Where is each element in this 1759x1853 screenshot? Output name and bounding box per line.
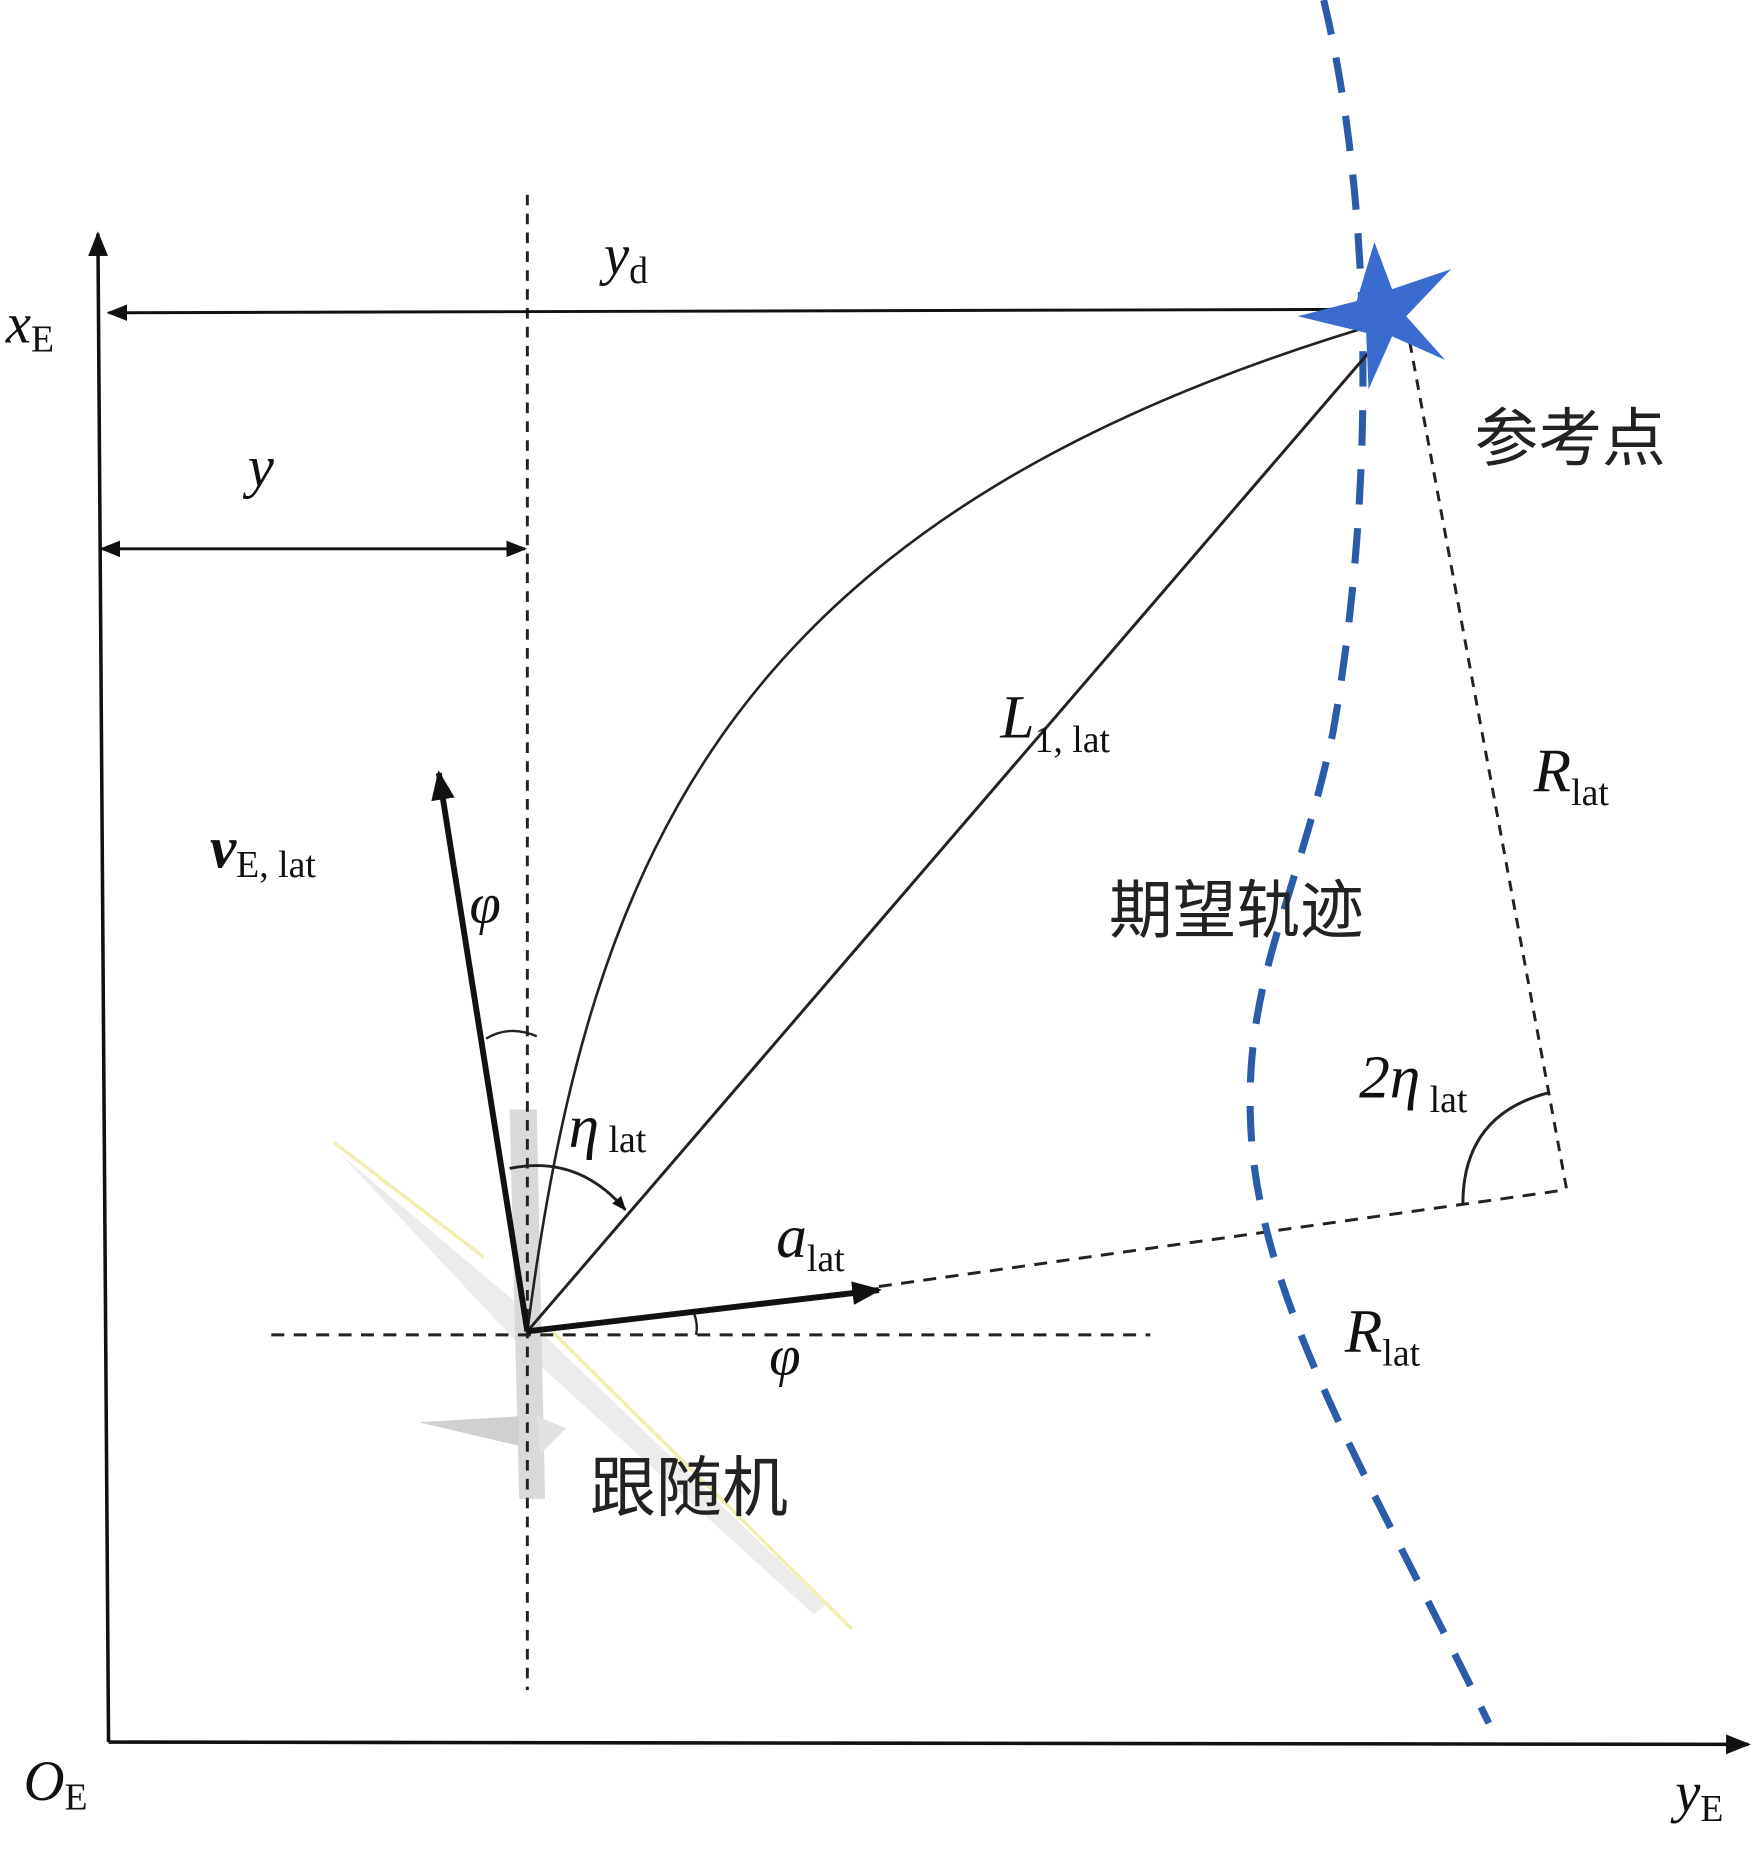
lateral-acceleration-vector bbox=[527, 1281, 882, 1335]
phi-label-top: φ bbox=[470, 874, 501, 936]
follower-label: 跟随机 bbox=[590, 1450, 788, 1527]
l1-line bbox=[526, 310, 1406, 1333]
reference-point-label: 参考点 bbox=[1475, 402, 1666, 476]
two-eta-angle-arc bbox=[1461, 1091, 1549, 1204]
y-label: y bbox=[243, 433, 275, 499]
l1-label: L1, lat bbox=[999, 684, 1110, 761]
radius-dashed-line-2 bbox=[1408, 342, 1569, 1190]
x-axis bbox=[88, 231, 111, 1743]
velocity-label: vE, lat bbox=[210, 814, 316, 885]
eta-angle-arc bbox=[509, 1164, 627, 1211]
reference-point-star-icon bbox=[1297, 241, 1452, 390]
origin-label: OE bbox=[24, 1751, 88, 1818]
desired-trajectory-label: 期望轨迹 bbox=[1109, 874, 1364, 948]
r-lat-label-bottom: Rlat bbox=[1344, 1297, 1421, 1374]
phi-label-bottom: φ bbox=[769, 1326, 800, 1388]
follower-aircraft bbox=[332, 1109, 854, 1631]
yd-label: yd bbox=[599, 225, 648, 292]
phi-angle-arc-top bbox=[485, 1029, 538, 1040]
y-axis-label: yE bbox=[1670, 1763, 1723, 1830]
phi-angle-arc-bottom bbox=[692, 1312, 699, 1336]
r-lat-label-top: Rlat bbox=[1533, 737, 1610, 814]
radius-dashed-line-1 bbox=[878, 1188, 1567, 1288]
y-axis bbox=[108, 1734, 1751, 1755]
velocity-vector bbox=[431, 770, 531, 1332]
yd-dimension-arrow bbox=[106, 301, 1406, 321]
a-lat-label: alat bbox=[776, 1203, 845, 1280]
x-axis-label: xE bbox=[5, 293, 54, 360]
guidance-arc-path bbox=[526, 315, 1405, 1332]
